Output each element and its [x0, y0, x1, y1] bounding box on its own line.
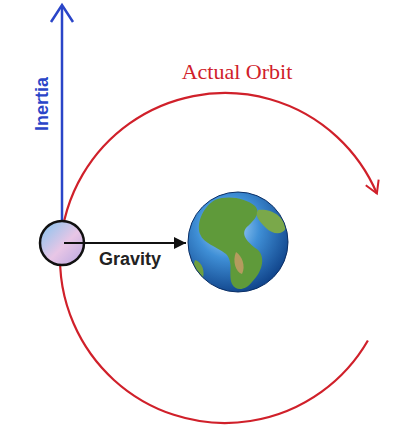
inertia-label: Inertia	[33, 77, 53, 131]
inertia-arrowhead	[51, 5, 73, 22]
orbit-path	[60, 93, 377, 423]
gravity-arrow	[64, 242, 186, 244]
gravity-label: Gravity	[97, 250, 163, 270]
orbit-label: Actual Orbit	[182, 60, 293, 84]
inertia-arrow	[61, 6, 64, 243]
earth-globe	[188, 192, 288, 292]
